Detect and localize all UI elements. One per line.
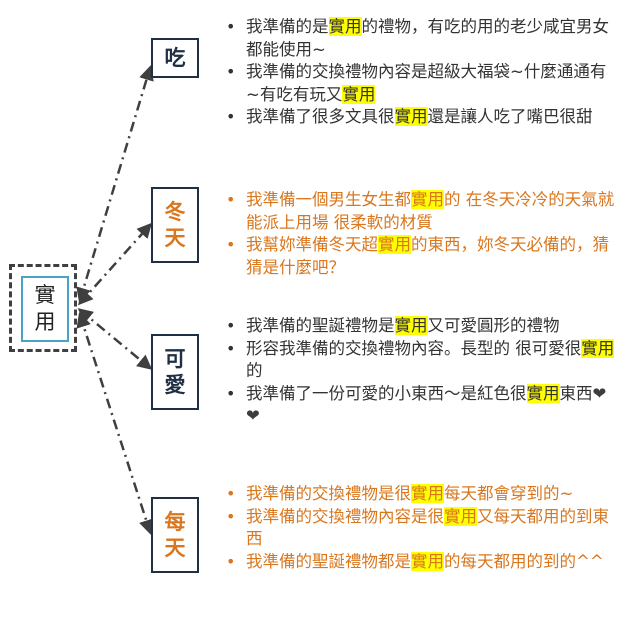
highlight: 實用 xyxy=(394,107,428,126)
list-item: 我準備的交換禮物是很實用每天都會穿到的~ xyxy=(224,483,619,506)
highlight: 實用 xyxy=(342,84,376,104)
list-item: 我準備了一份可愛的小東西～是紅色很實用東西❤❤ xyxy=(224,383,619,428)
connector-cute xyxy=(77,308,153,370)
highlight: 實用 xyxy=(581,338,615,358)
connector-daily xyxy=(76,312,154,535)
node-winter-label: 冬天 xyxy=(164,200,186,250)
node-eat: 吃 xyxy=(151,38,199,78)
list-item: 我準備的聖誕禮物是實用又可愛圓形的禮物 xyxy=(224,315,619,338)
center-node-label: 實用 xyxy=(34,283,56,334)
highlight: 實用 xyxy=(394,316,428,335)
bullet-group-winter: 我準備一個男生女生都實用的 在冬天冷冷的天氣就能派上用場 很柔軟的材質 我幫妳準… xyxy=(224,189,619,279)
connector-winter xyxy=(77,222,153,306)
bullet-group-daily: 我準備的交換禮物是很實用每天都會穿到的~ 我準備的交換禮物內容是很實用又每天都用… xyxy=(224,483,619,573)
center-node-frame xyxy=(9,264,77,352)
node-cute-label: 可愛 xyxy=(164,347,186,397)
list-item: 我準備了很多文具很實用還是讓人吃了嘴巴很甜 xyxy=(224,106,619,129)
list-item: 我準備的交換禮物內容是超級大福袋~什麼通通有~有吃有玩又實用 xyxy=(224,61,619,106)
list-item: 我準備的聖誕禮物都是實用的每天都用的到的^^ xyxy=(224,551,619,574)
highlight: 實用 xyxy=(378,235,411,254)
highlight: 實用 xyxy=(411,551,444,571)
list-item: 我準備一個男生女生都實用的 在冬天冷冷的天氣就能派上用場 很柔軟的材質 xyxy=(224,189,619,234)
highlight: 實用 xyxy=(444,506,477,526)
list-item: 形容我準備的交換禮物內容。長型的 很可愛很實用的 xyxy=(224,338,619,383)
connector-eat xyxy=(76,65,154,303)
node-daily: 每天 xyxy=(151,497,199,573)
node-winter: 冬天 xyxy=(151,187,199,263)
node-eat-label: 吃 xyxy=(164,46,186,70)
highlight: 實用 xyxy=(526,383,560,403)
highlight: 實用 xyxy=(328,17,362,36)
hearts-icon: ❤❤ xyxy=(246,383,608,426)
node-daily-label: 每天 xyxy=(164,510,186,560)
list-item: 我準備的是實用的禮物，有吃的用的老少咸宜男女都能使用~ xyxy=(224,16,619,61)
bullet-group-cute: 我準備的聖誕禮物是實用又可愛圓形的禮物 形容我準備的交換禮物內容。長型的 很可愛… xyxy=(224,315,619,428)
list-item: 我準備的交換禮物內容是很實用又每天都用的到東西 xyxy=(224,506,619,551)
center-node: 實用 xyxy=(21,276,69,342)
node-cute: 可愛 xyxy=(151,334,199,410)
list-item: 我幫妳準備冬天超實用的東西，妳冬天必備的，猜猜是什麼吧？ xyxy=(224,234,619,279)
highlight: 實用 xyxy=(411,190,444,209)
bullet-group-eat: 我準備的是實用的禮物，有吃的用的老少咸宜男女都能使用~ 我準備的交換禮物內容是超… xyxy=(224,16,619,129)
highlight: 實用 xyxy=(411,484,444,503)
